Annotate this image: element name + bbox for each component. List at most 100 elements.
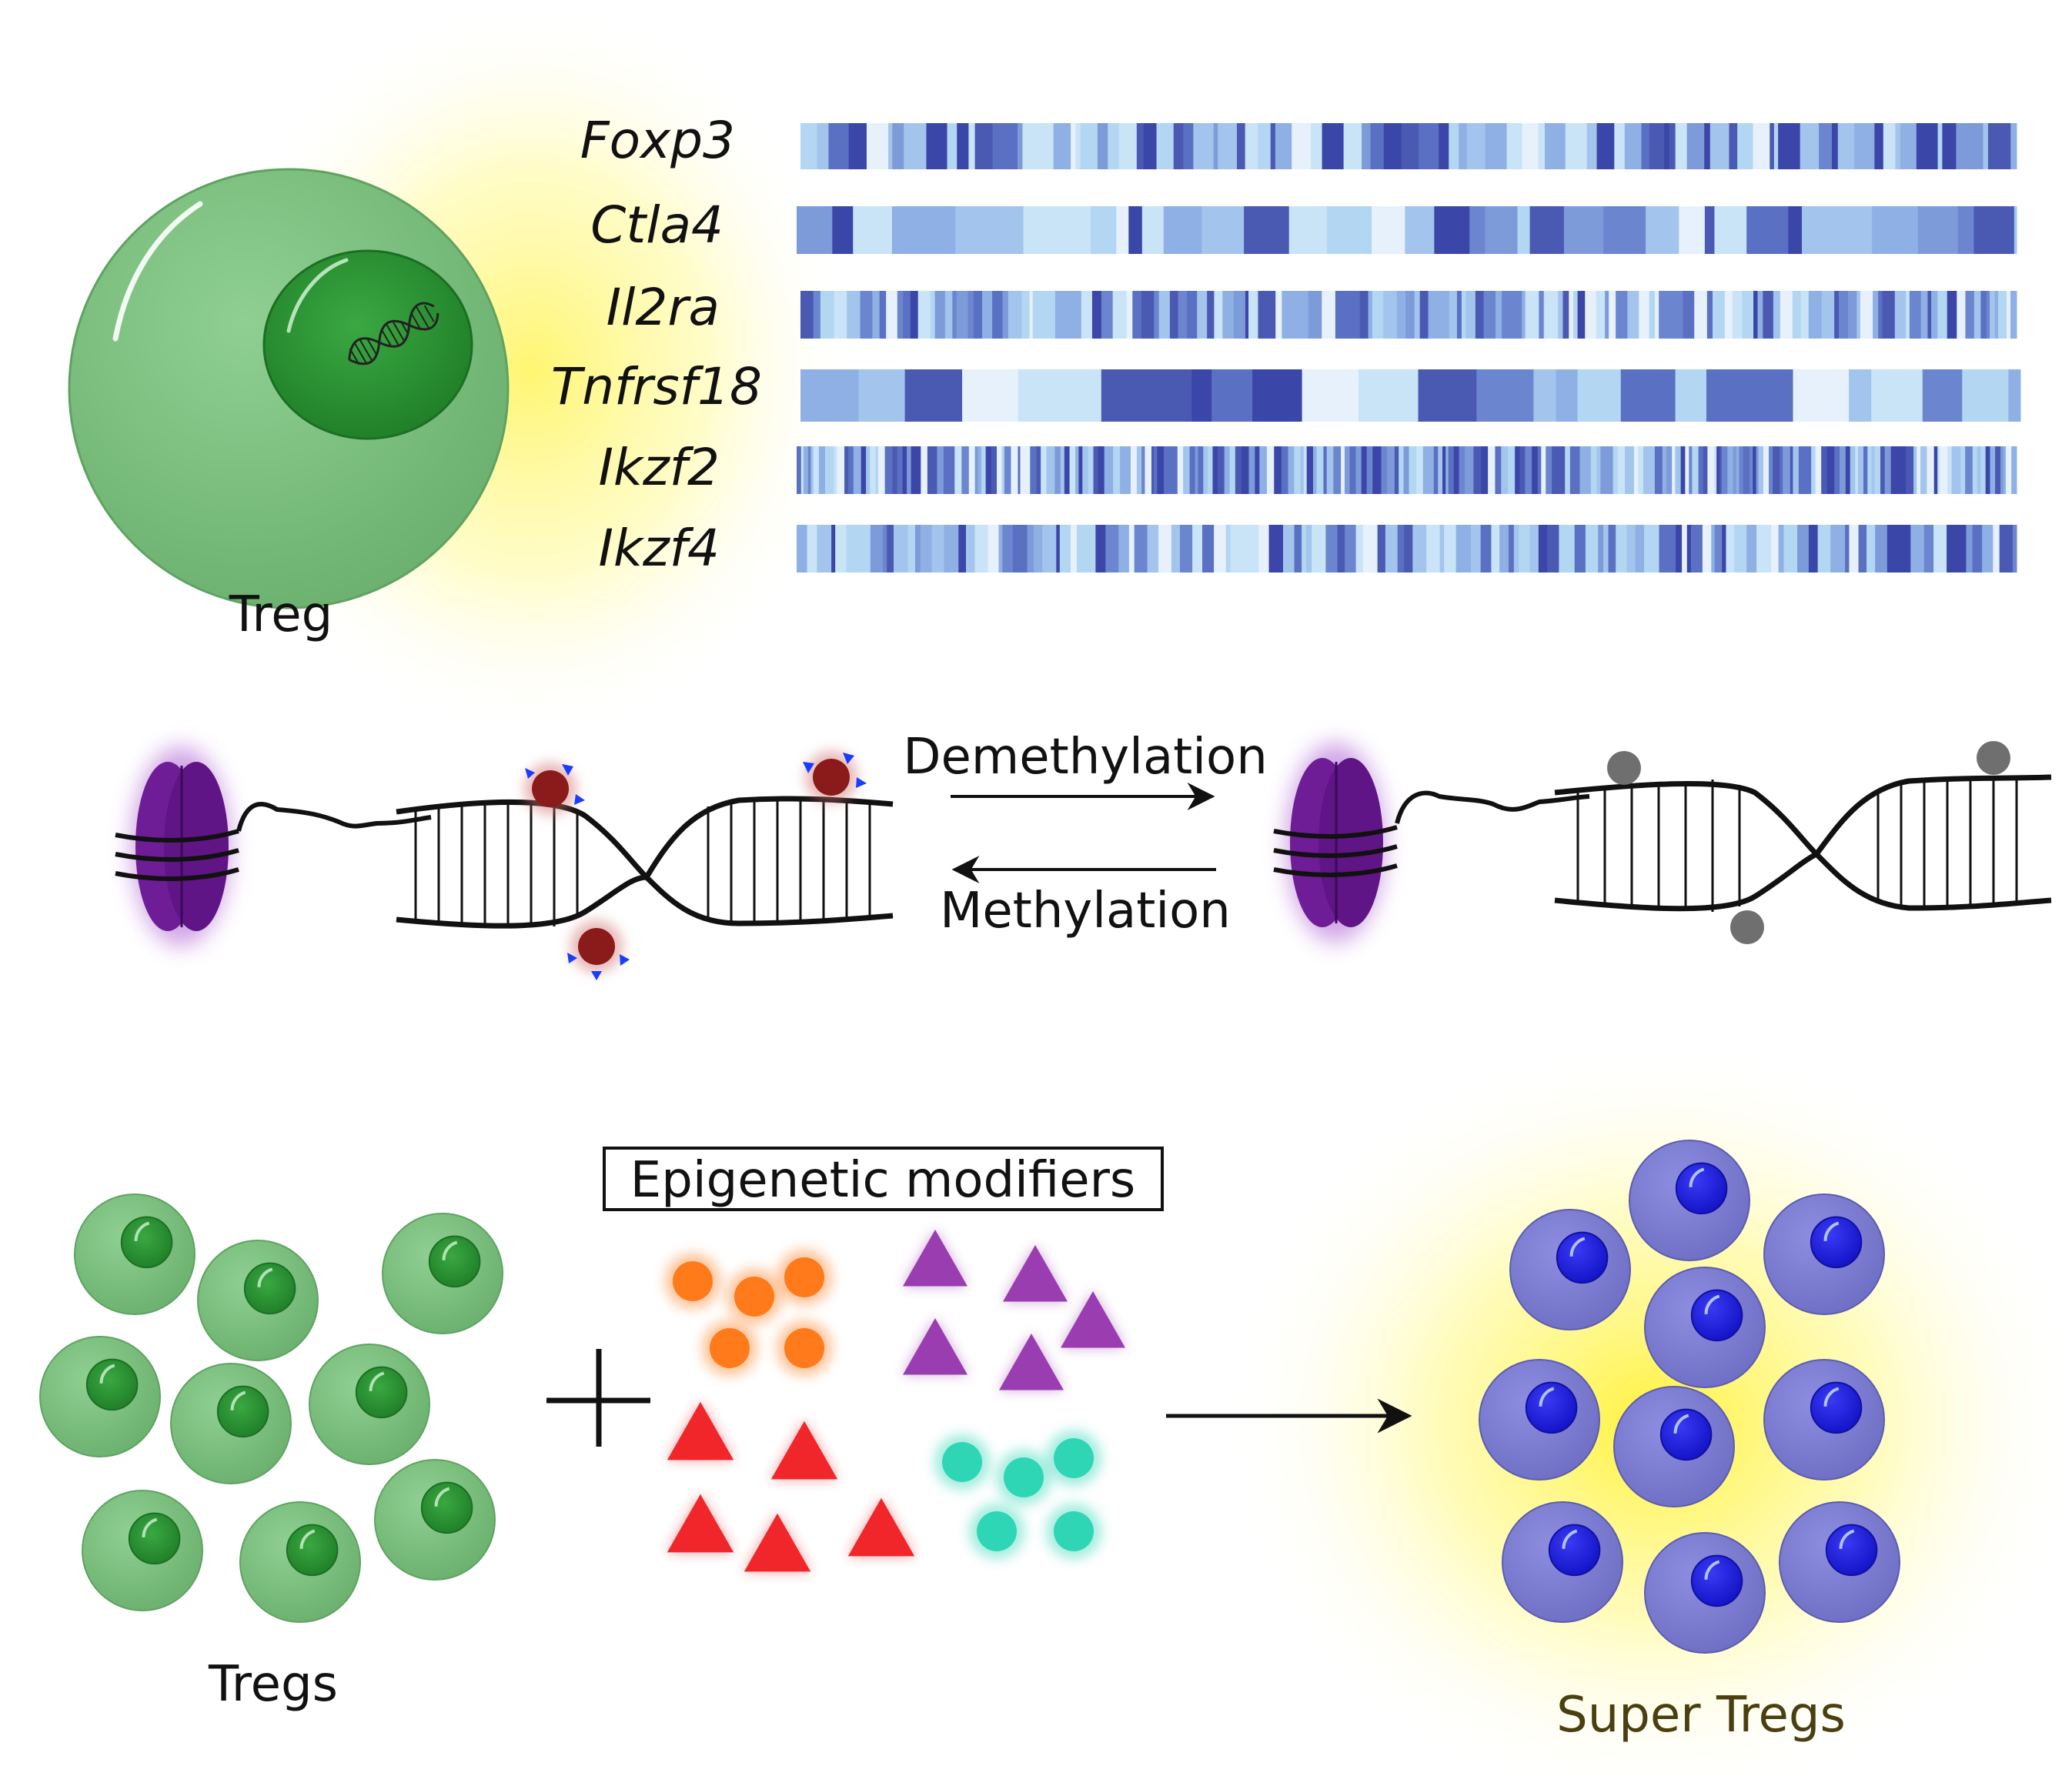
- heatmap-stripe: [1529, 525, 1539, 573]
- heatmap-stripe: [829, 446, 835, 494]
- heatmap-stripe: [1690, 525, 1703, 573]
- heatmap-stripe: [1547, 291, 1559, 339]
- heatmap-stripe: [1872, 206, 1919, 254]
- heatmap-stripe: [1183, 446, 1191, 494]
- histone-right: [1273, 743, 1398, 943]
- heatmap-stripe: [1727, 446, 1733, 494]
- heatmap-stripe: [1783, 446, 1791, 494]
- heatmap-stripe: [1586, 123, 1598, 169]
- cell: [239, 1501, 361, 1623]
- heatmap-stripe: [1335, 291, 1348, 339]
- heatmap-stripe: [1987, 123, 2011, 169]
- heatmap-stripe: [1831, 123, 1839, 169]
- heatmap-stripe: [800, 123, 818, 169]
- heatmap-stripe: [1268, 525, 1284, 573]
- heatmap-stripe: [1863, 446, 1868, 494]
- heatmap-stripe: [1088, 525, 1096, 573]
- heatmap-stripe: [1937, 123, 1943, 169]
- modifier-molecule: [999, 1334, 1064, 1390]
- heatmap-stripe: [1456, 291, 1462, 339]
- heatmap-stripe: [1485, 123, 1508, 169]
- heatmap-stripe: [1158, 291, 1171, 339]
- heatmap-stripe: [1130, 446, 1138, 494]
- modifier-molecule: [777, 1250, 832, 1305]
- heatmap-stripe: [1113, 446, 1121, 494]
- heatmap-stripe: [1362, 123, 1372, 169]
- heatmap-stripe: [1894, 291, 1907, 339]
- heatmap-stripe: [1746, 206, 1789, 254]
- heatmap-stripe: [1128, 525, 1135, 573]
- heatmap-stripe: [1953, 525, 1967, 573]
- heatmap-stripe: [1095, 525, 1106, 573]
- heatmap-stripe: [1515, 446, 1520, 494]
- heatmap-stripe: [1134, 525, 1148, 573]
- heatmap-stripe: [1655, 291, 1659, 339]
- heatmap-stripe: [937, 446, 944, 494]
- modifiers-group: [665, 1230, 1125, 1572]
- heatmap-stripe: [1706, 369, 1746, 422]
- heatmap-stripe: [1426, 525, 1441, 573]
- heatmap-stripe: [1343, 123, 1362, 169]
- heatmap-stripe: [1120, 446, 1125, 494]
- heatmap-stripe: [1078, 446, 1083, 494]
- heatmap-stripe: [1783, 525, 1798, 573]
- heatmap-stripe: [1837, 123, 1855, 169]
- heatmap-stripe: [1742, 291, 1754, 339]
- heatmap-stripe: [1609, 446, 1614, 494]
- modifier-molecule: [1003, 1245, 1068, 1302]
- heatmap-stripe: [1141, 446, 1145, 494]
- heatmap-stripe: [1736, 446, 1739, 494]
- heatmap-stripe: [860, 291, 873, 339]
- heatmap-stripe: [1577, 291, 1586, 339]
- heatmap-stripe: [1997, 291, 2007, 339]
- heatmap-stripe: [1689, 446, 1693, 494]
- heatmap-stripe: [848, 123, 867, 169]
- linker-dna-left: [236, 802, 432, 832]
- heatmap-stripe: [1188, 525, 1193, 573]
- heatmap-stripe: [1058, 206, 1073, 254]
- heatmap-stripe: [1698, 446, 1704, 494]
- heatmap-stripe: [1649, 291, 1656, 339]
- heatmap-stripe: [1248, 291, 1258, 339]
- heatmap-stripe: [1624, 123, 1643, 169]
- heatmap-stripe: [1821, 446, 1828, 494]
- heatmap-stripe: [1198, 446, 1204, 494]
- heatmap-stripe: [1173, 123, 1184, 169]
- heatmap-stripe: [1270, 123, 1276, 169]
- heatmap-stripe: [982, 291, 993, 339]
- heatmap-stripe: [1326, 446, 1334, 494]
- heatmap-stripe: [1316, 446, 1324, 494]
- heatmap-stripe: [957, 123, 969, 169]
- heatmap-stripe: [1438, 446, 1443, 494]
- heatmap-stripe: [813, 291, 821, 339]
- heatmap-stripe: [1940, 446, 1948, 494]
- heatmap-stripe: [888, 123, 893, 169]
- heatmap-stripe: [1214, 525, 1227, 573]
- heatmap-stripe: [1300, 446, 1305, 494]
- heatmap-stripe: [1116, 206, 1129, 254]
- heatmap-stripe: [1091, 206, 1117, 254]
- heatmap-stripe: [1418, 369, 1477, 422]
- demethylation-label: Demethylation: [903, 729, 1268, 786]
- heatmap-stripe: [1753, 123, 1770, 169]
- heatmap-stripe: [1519, 446, 1526, 494]
- heatmap-stripe: [992, 291, 1003, 339]
- cell: [1644, 1532, 1766, 1654]
- modifier-molecule: [1046, 1430, 1101, 1486]
- heatmap-stripe: [1292, 123, 1312, 169]
- tregs-cluster: [39, 1193, 503, 1623]
- heatmap-stripe: [887, 525, 894, 573]
- heatmap-stripe: [1617, 446, 1626, 494]
- heatmap-stripe: [1590, 446, 1597, 494]
- heatmap-stripe: [1982, 525, 1993, 573]
- cell: [39, 1336, 161, 1457]
- heatmap-stripe: [1445, 446, 1449, 494]
- heatmap-stripe: [952, 291, 957, 339]
- heatmap-stripe: [1419, 291, 1429, 339]
- heatmap-stripe: [1573, 291, 1579, 339]
- heatmap-stripe: [907, 525, 916, 573]
- modifier-molecule: [934, 1434, 990, 1490]
- treg-label: Treg: [229, 586, 333, 643]
- heatmap-stripe: [2010, 291, 2017, 339]
- heatmap-stripe: [1676, 525, 1683, 573]
